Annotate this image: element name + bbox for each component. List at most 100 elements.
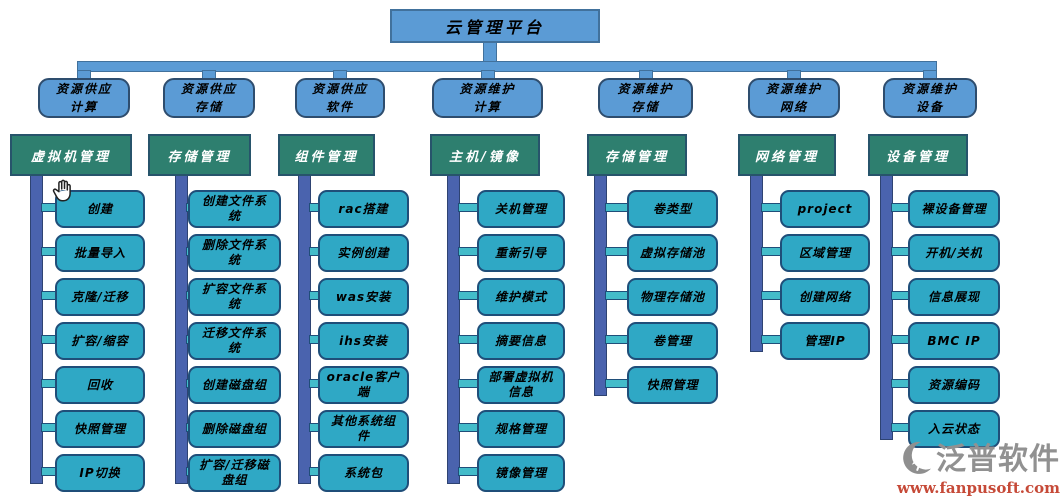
column-header[interactable]: 设备管理: [868, 134, 968, 176]
root-label: 云管理平台: [444, 18, 545, 37]
column-header[interactable]: 虚拟机管理: [10, 134, 132, 176]
branch-label-line1: 资源维护: [617, 82, 674, 96]
branch-label-line1: 资源供应: [311, 82, 368, 96]
item-node[interactable]: 虚拟存储池: [627, 234, 718, 272]
column-header[interactable]: 网络管理: [738, 134, 836, 176]
item-node[interactable]: 删除磁盘组: [188, 410, 281, 448]
item-node[interactable]: 快照管理: [627, 366, 718, 404]
item-label: project: [797, 201, 853, 216]
header-label: 虚拟机管理: [30, 149, 111, 165]
branch-label-line2: 软件: [325, 100, 354, 114]
item-node[interactable]: 迁移文件系统: [188, 322, 281, 360]
item-label: 镜像管理: [494, 465, 547, 480]
item-node[interactable]: 删除文件系统: [188, 234, 281, 272]
item-node[interactable]: 关机管理: [477, 190, 565, 228]
item-node[interactable]: 创建磁盘组: [188, 366, 281, 404]
item-node[interactable]: 裸设备管理: [908, 190, 1000, 228]
item-label: 管理IP: [804, 333, 846, 348]
item-label: 卷类型: [652, 201, 692, 216]
connector-bar: [77, 61, 937, 72]
branch-node[interactable]: 资源维护计算: [432, 78, 543, 118]
item-node[interactable]: 区域管理: [780, 234, 870, 272]
branch-node[interactable]: 资源供应计算: [38, 78, 130, 118]
branch-node[interactable]: 资源维护设备: [883, 78, 977, 118]
root-node[interactable]: 云管理平台: [390, 9, 600, 43]
item-node[interactable]: 扩容文件系统: [188, 278, 281, 316]
branch-node[interactable]: 资源维护网络: [748, 78, 840, 118]
header-label: 存储管理: [167, 149, 232, 165]
column-header[interactable]: 主机/镜像: [430, 134, 540, 176]
item-label: was安装: [335, 289, 392, 304]
item-label: 部署虚拟机信息: [488, 370, 554, 399]
item-node[interactable]: 信息展现: [908, 278, 1000, 316]
item-node[interactable]: BMC IP: [908, 322, 1000, 360]
column-header[interactable]: 存储管理: [587, 134, 687, 176]
item-label: 区域管理: [798, 245, 851, 260]
item-label: 创建文件系统: [201, 194, 267, 223]
item-node[interactable]: 镜像管理: [477, 454, 565, 492]
item-node[interactable]: 快照管理: [55, 410, 145, 448]
item-node[interactable]: 实例创建: [318, 234, 409, 272]
item-label: 扩容/迁移磁盘组: [199, 458, 270, 487]
item-node[interactable]: 回收: [55, 366, 145, 404]
item-label: 物理存储池: [639, 289, 705, 304]
column-header[interactable]: 组件管理: [278, 134, 375, 176]
item-node[interactable]: was安装: [318, 278, 409, 316]
item-node[interactable]: 部署虚拟机信息: [477, 366, 565, 404]
branch-node[interactable]: 资源维护存储: [598, 78, 693, 118]
item-node[interactable]: IP切换: [55, 454, 145, 492]
item-node[interactable]: 扩容/缩容: [55, 322, 145, 360]
column-header[interactable]: 存储管理: [148, 134, 251, 176]
item-node[interactable]: 创建网络: [780, 278, 870, 316]
item-label: 扩容/缩容: [71, 333, 129, 348]
item-label: 实例创建: [337, 245, 390, 260]
item-node[interactable]: 入云状态: [908, 410, 1000, 448]
item-node[interactable]: 其他系统组件: [318, 410, 409, 448]
item-node[interactable]: 卷管理: [627, 322, 718, 360]
item-node[interactable]: 扩容/迁移磁盘组: [188, 454, 281, 492]
branch-label-line1: 资源维护: [459, 82, 516, 96]
item-label: 重新引导: [494, 245, 547, 260]
item-label: IP切换: [79, 465, 121, 480]
item-node[interactable]: 规格管理: [477, 410, 565, 448]
item-node[interactable]: 创建文件系统: [188, 190, 281, 228]
item-label: 克隆/迁移: [71, 289, 129, 304]
branch-label-line1: 资源供应: [180, 82, 237, 96]
item-node[interactable]: oracle客户端: [318, 366, 409, 404]
branch-label-line2: 存储: [194, 100, 223, 114]
item-node[interactable]: 系统包: [318, 454, 409, 492]
item-node[interactable]: 批量导入: [55, 234, 145, 272]
item-label: 迁移文件系统: [201, 326, 267, 355]
item-node[interactable]: rac搭建: [318, 190, 409, 228]
item-node[interactable]: 卷类型: [627, 190, 718, 228]
brand-icon: [903, 441, 931, 474]
header-label: 设备管理: [885, 149, 950, 165]
item-node[interactable]: ihs安装: [318, 322, 409, 360]
item-node[interactable]: 克隆/迁移: [55, 278, 145, 316]
item-node[interactable]: 管理IP: [780, 322, 870, 360]
item-node[interactable]: 资源编码: [908, 366, 1000, 404]
item-node[interactable]: 维护模式: [477, 278, 565, 316]
item-node[interactable]: 物理存储池: [627, 278, 718, 316]
item-node[interactable]: 重新引导: [477, 234, 565, 272]
trunk-line: [298, 174, 311, 484]
header-label: 存储管理: [604, 149, 669, 165]
item-node[interactable]: 开机/关机: [908, 234, 1000, 272]
branch-node[interactable]: 资源供应存储: [163, 78, 255, 118]
root-stem: [483, 41, 497, 62]
item-label: 创建网络: [798, 289, 851, 304]
item-label: 删除磁盘组: [201, 421, 267, 436]
item-node[interactable]: 摘要信息: [477, 322, 565, 360]
item-node[interactable]: project: [780, 190, 870, 228]
hand-cursor-icon: [52, 179, 71, 202]
branch-node[interactable]: 资源供应软件: [295, 78, 385, 118]
trunk-line: [750, 174, 763, 352]
branch-label-line1: 资源维护: [901, 82, 958, 96]
branch-label-line2: 计算: [69, 100, 98, 114]
item-label: 信息展现: [927, 289, 980, 304]
item-label: 回收: [86, 377, 113, 392]
branch-label-line1: 资源供应: [55, 82, 112, 96]
brand-name: 泛普软件: [936, 442, 1060, 477]
item-label: 系统包: [343, 465, 383, 480]
